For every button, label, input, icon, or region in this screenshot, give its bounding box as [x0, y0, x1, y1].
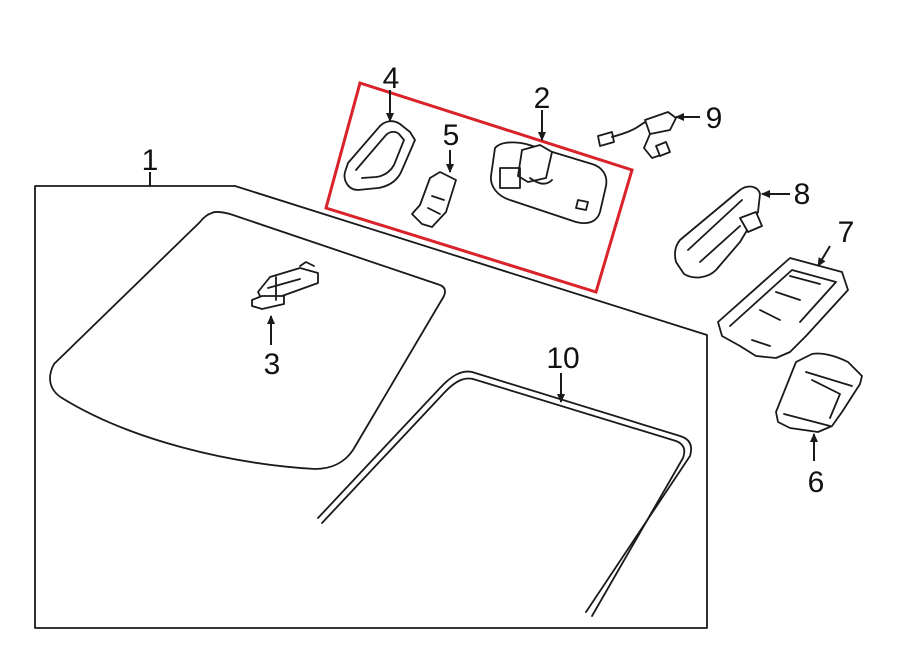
callout-10: 10	[546, 342, 579, 375]
clip-part-3	[251, 261, 319, 345]
highlight-box	[324, 81, 634, 294]
bracket-part-5	[411, 150, 457, 228]
callout-2: 2	[534, 82, 551, 115]
mirror-cover-part-4	[343, 90, 416, 191]
harness-part-9	[597, 111, 700, 159]
callout-1: 1	[142, 144, 159, 177]
housing-part-7	[717, 245, 849, 359]
windshield-panel	[34, 172, 708, 629]
callout-7: 7	[838, 216, 855, 249]
windshield-glass	[49, 211, 446, 470]
mirror-part-2	[490, 110, 608, 225]
callout-4: 4	[383, 62, 400, 95]
cover-part-6	[775, 352, 863, 461]
callout-5: 5	[443, 119, 460, 152]
moulding-part-10	[317, 370, 693, 617]
callout-9: 9	[706, 102, 723, 135]
callout-8: 8	[794, 178, 811, 211]
callout-3: 3	[264, 348, 281, 381]
callout-6: 6	[808, 466, 825, 499]
cover-part-8	[674, 185, 790, 279]
